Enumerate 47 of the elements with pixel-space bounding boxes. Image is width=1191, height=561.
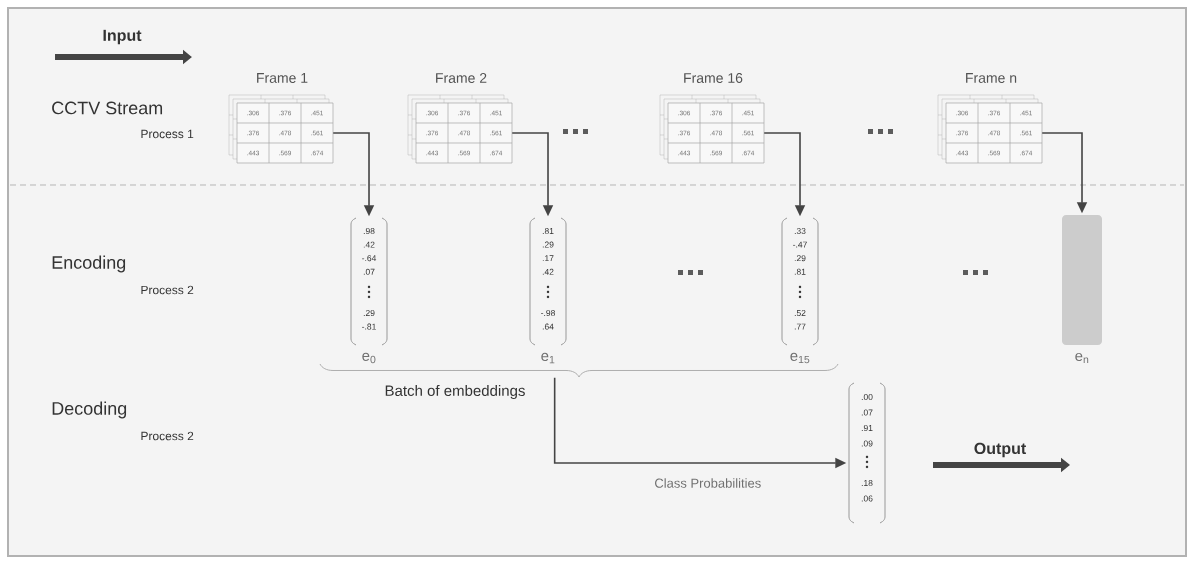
column-vector: .00 .07 .91 .09 .18 .06 <box>848 382 886 524</box>
node-label: .06 <box>861 495 873 502</box>
section-label: Encoding <box>52 255 126 273</box>
frame-title: Frame 16 <box>684 73 743 83</box>
node-label: .64 <box>542 323 554 330</box>
node-label: -.98 <box>541 309 555 316</box>
brace-label: Batch of embeddings <box>385 385 525 399</box>
vector-label: e$_{1}$ <box>541 352 555 364</box>
node-label: -.64 <box>362 255 377 262</box>
column-vector: .98 .42 -.64 .07 .29 -.81 <box>350 217 388 346</box>
node-label: .52 <box>794 309 806 316</box>
node-label: .29 <box>363 309 375 316</box>
node-label: .91 <box>861 424 873 431</box>
vector-label: e$_{n}$ <box>1075 352 1089 364</box>
process-label: Process 2 <box>141 431 194 441</box>
node-label: .07 <box>363 268 375 275</box>
vector-label: e$_{15}$ <box>790 352 810 364</box>
column-vector: .33 -.47 .29 .81 .52 .77 <box>781 217 819 346</box>
frame-title: Frame n <box>966 73 1017 83</box>
node-label: .29 <box>794 255 806 262</box>
node-label: -.47 <box>793 241 807 248</box>
process-label: Process 1 <box>141 129 194 139</box>
frame-title: Frame 1 <box>257 73 308 83</box>
node-label: .42 <box>363 241 375 248</box>
node-label: .77 <box>794 323 806 330</box>
node-label: .18 <box>861 479 873 486</box>
edge-label: Class Probabilities <box>653 477 763 489</box>
vector-label: e$_{0}$ <box>362 352 376 364</box>
embedding-bar <box>1062 215 1102 345</box>
node-label: .81 <box>794 268 806 275</box>
node-label: -.81 <box>362 323 376 330</box>
node-label: .98 <box>363 227 375 234</box>
section-label: Decoding <box>52 401 127 419</box>
io-label: Input <box>103 29 142 45</box>
node-label: .29 <box>542 241 554 248</box>
section-label: CCTV Stream <box>52 101 163 115</box>
node-label: .00 <box>861 393 873 400</box>
node-label: .81 <box>542 227 554 234</box>
node-label: .09 <box>861 440 873 447</box>
node-label: .42 <box>542 268 554 275</box>
node-label: .07 <box>861 409 873 416</box>
node-label: .33 <box>794 227 806 234</box>
process-label: Process 2 <box>141 285 194 295</box>
frame-title: Frame 2 <box>436 73 487 83</box>
io-label: Output <box>974 442 1026 458</box>
column-vector: .81 .29 .17 .42 -.98 .64 <box>529 217 567 346</box>
node-label: .17 <box>542 255 554 262</box>
